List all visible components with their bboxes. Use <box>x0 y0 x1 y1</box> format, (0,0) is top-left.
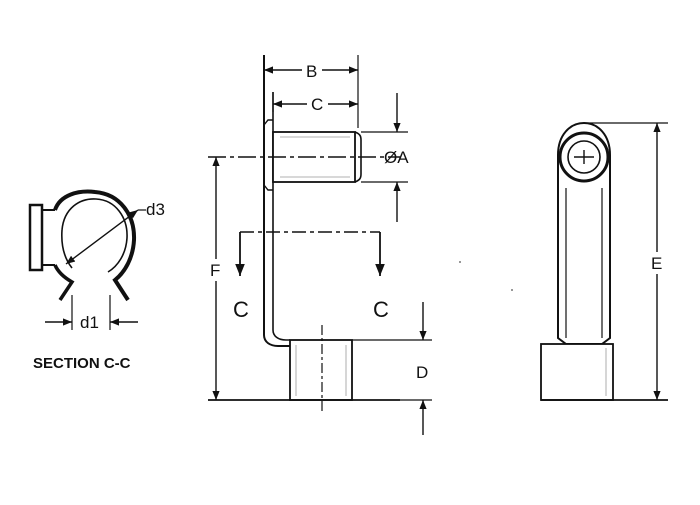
vertical-plate <box>263 55 290 347</box>
cutting-label-right: C <box>373 297 389 322</box>
section-base-lip <box>42 209 55 266</box>
f-label: F <box>210 261 220 280</box>
d1-label: d1 <box>80 313 99 332</box>
cutting-label-left: C <box>233 297 249 322</box>
side-base-block <box>540 343 614 401</box>
scan-dot <box>511 289 513 291</box>
scan-dot <box>459 261 461 263</box>
vertical-plate-inner <box>272 92 290 341</box>
section-clip-inner <box>61 198 128 273</box>
side-view: E <box>540 121 668 401</box>
e-label: E <box>651 254 662 273</box>
side-arm-inner <box>565 188 603 338</box>
base-block <box>289 339 353 401</box>
front-view: B C ØA F D C C <box>206 55 432 435</box>
section-clip-inner-lower <box>61 229 73 269</box>
e-label-bg <box>647 252 667 274</box>
section-clip-lower <box>53 264 75 301</box>
c-label: C <box>311 95 323 114</box>
section-base-plate <box>28 203 44 272</box>
d3-label: d3 <box>146 200 165 219</box>
dia-a-label: ØA <box>384 148 409 167</box>
section-view: d3 d1 SECTION C-C <box>28 189 165 372</box>
d3-dimension-line <box>65 209 139 265</box>
f-label-bg <box>206 259 226 281</box>
plate-top-flare <box>263 119 273 191</box>
section-clip-outer <box>53 189 137 302</box>
b-label: B <box>306 62 317 81</box>
section-title: SECTION C-C <box>33 355 131 372</box>
d-label: D <box>416 363 428 382</box>
